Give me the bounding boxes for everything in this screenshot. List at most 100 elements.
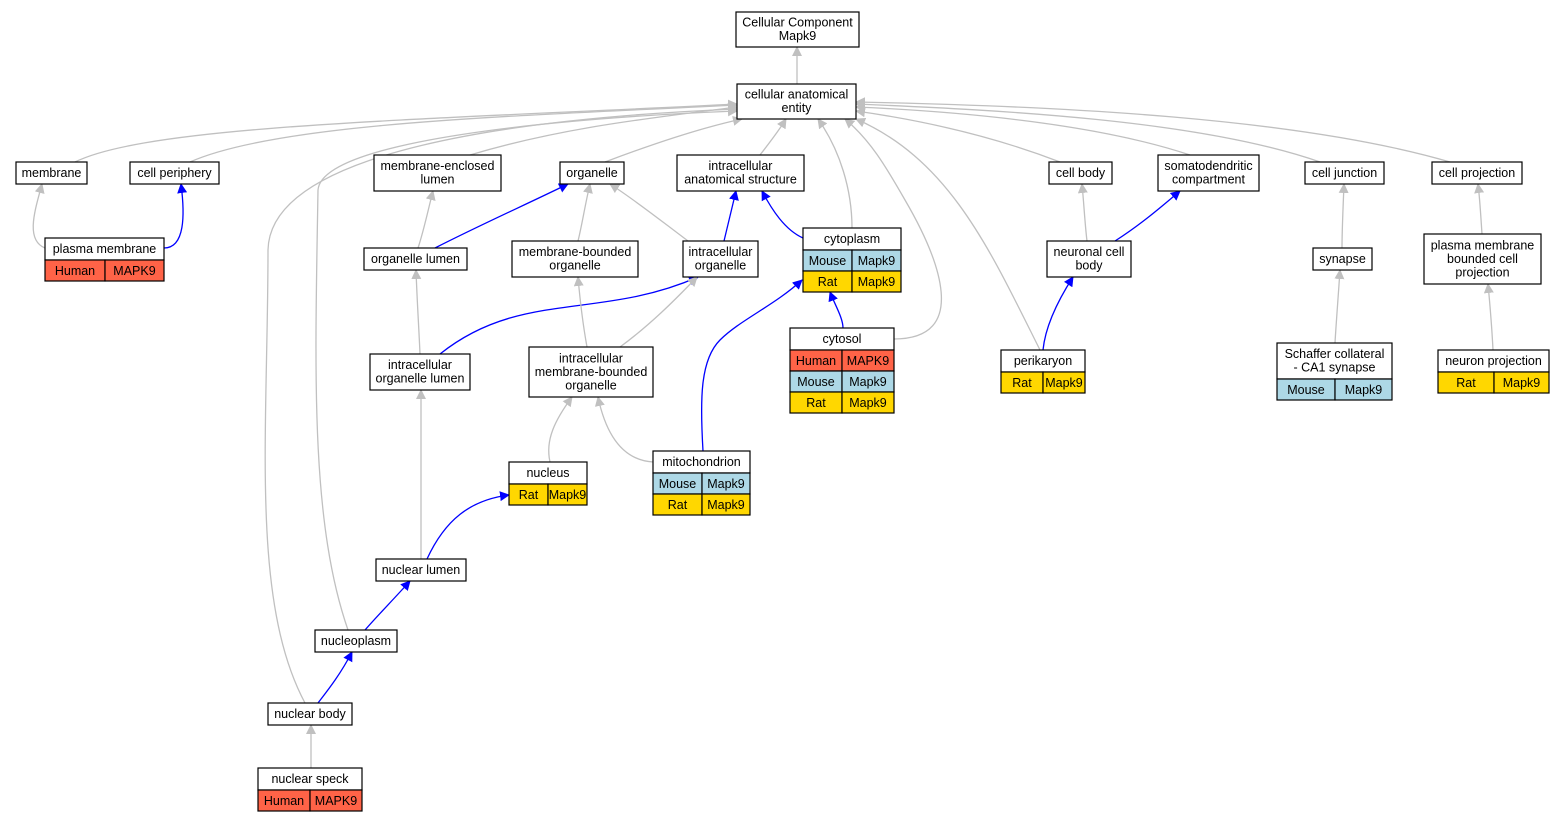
gene-label: Mapk9 — [707, 477, 745, 491]
node-label: - CA1 synapse — [1294, 361, 1376, 375]
gene-label: MAPK9 — [113, 264, 155, 278]
node-synapse[interactable]: synapse — [1312, 247, 1373, 271]
edge-mitochondrion-to-imbo — [594, 396, 654, 463]
species-label: Human — [55, 264, 95, 278]
node-nuclearlumen[interactable]: nuclear lumen — [375, 558, 467, 582]
node-label: projection — [1455, 265, 1509, 279]
node-box — [676, 154, 805, 192]
node-label: synapse — [1319, 252, 1366, 266]
edge-cytosol-to-cae — [844, 118, 942, 340]
node-box — [682, 240, 759, 278]
gene-cell — [841, 391, 895, 414]
node-box — [559, 161, 625, 185]
edge-cytoplasm-to-cae — [817, 118, 853, 229]
edge-cellprojection-to-cae — [855, 97, 1451, 163]
gene-label: MAPK9 — [847, 354, 889, 368]
node-cellprojection[interactable]: cell projection — [1431, 161, 1523, 185]
gene-label: Mapk9 — [1045, 376, 1083, 390]
species-label: Rat — [1012, 376, 1032, 390]
node-celljunction[interactable]: cell junction — [1304, 161, 1385, 185]
edge-nucleoplasm-to-nuclearlumen — [364, 580, 411, 631]
edge-celljunction-to-cae — [855, 99, 1321, 163]
node-label: Cellular Component — [742, 16, 853, 30]
edge-ias-to-cae — [759, 118, 787, 156]
node-box — [267, 702, 353, 726]
gene-cell — [547, 483, 588, 506]
edge-neuronprojection-to-pmbcp — [1483, 283, 1494, 351]
gene-label: Mapk9 — [1503, 376, 1541, 390]
gene-label: Mapk9 — [858, 254, 896, 268]
edge-organellelumen-to-organelle — [434, 183, 569, 249]
edge-imbo-to-mbo — [573, 276, 588, 348]
gene-cell — [104, 259, 165, 282]
node-box — [736, 83, 857, 120]
gene-cell — [1334, 378, 1393, 401]
edge-iol-to-io — [439, 276, 699, 355]
node-label: entity — [782, 101, 813, 115]
node-label: compartment — [1172, 173, 1245, 187]
node-label: anatomical structure — [684, 173, 797, 187]
species-label: Rat — [668, 498, 688, 512]
species-label: Mouse — [809, 254, 847, 268]
node-box — [528, 346, 654, 398]
node-box — [1046, 240, 1132, 278]
node-label: somatodendritic — [1164, 159, 1252, 173]
edge-nuclearlumen-to-nucleus — [426, 491, 510, 560]
node-label: cytoplasm — [824, 232, 880, 246]
gene-cell — [701, 493, 751, 516]
node-box — [511, 240, 639, 278]
species-label: Rat — [519, 488, 539, 502]
node-label: perikaryon — [1014, 354, 1072, 368]
node-label: nuclear speck — [271, 772, 349, 786]
species-label: Rat — [806, 396, 826, 410]
node-box — [1304, 161, 1385, 185]
node-cellperiphery[interactable]: cell periphery — [129, 161, 220, 185]
node-label: nucleus — [526, 466, 569, 480]
gene-label: Mapk9 — [1345, 383, 1383, 397]
node-box — [375, 558, 467, 582]
edge-cytosol-to-cytoplasm — [828, 291, 844, 329]
species-label: Mouse — [659, 477, 697, 491]
node-membrane[interactable]: membrane — [15, 161, 88, 185]
node-organellelumen[interactable]: organelle lumen — [363, 247, 468, 271]
node-box — [735, 11, 860, 48]
node-label: organelle — [695, 259, 746, 273]
node-nucleoplasm[interactable]: nucleoplasm — [314, 629, 398, 653]
node-nuclearbody[interactable]: nuclear body — [267, 702, 353, 726]
node-box — [314, 629, 398, 653]
node-label: membrane-bounded — [535, 365, 648, 379]
node-cellbody[interactable]: cell body — [1048, 161, 1113, 185]
node-label: cell periphery — [137, 166, 212, 180]
edge-schaffer-to-synapse — [1334, 269, 1345, 344]
node-label: membrane-bounded — [519, 245, 632, 259]
species-label: Rat — [1456, 376, 1476, 390]
node-organelle[interactable]: organelle — [559, 161, 625, 185]
edge-organelle-to-cae — [604, 115, 743, 163]
species-label: Human — [264, 794, 304, 808]
edge-nucleus-to-imbo — [548, 396, 573, 463]
species-label: Mouse — [1287, 383, 1325, 397]
node-label: bounded cell — [1447, 252, 1518, 266]
